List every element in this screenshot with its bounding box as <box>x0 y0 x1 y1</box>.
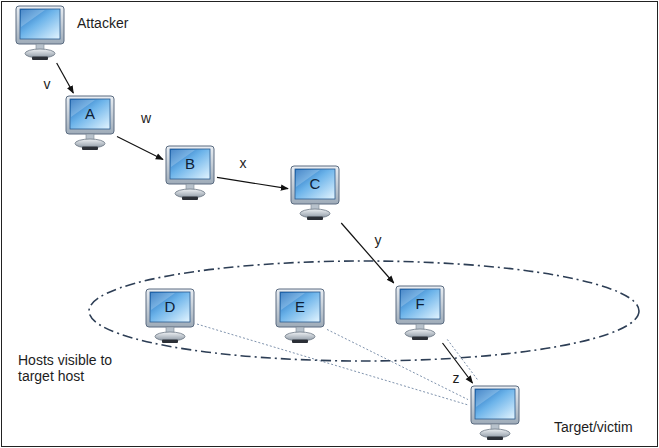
computer-icon <box>290 165 340 221</box>
host-letter: B <box>170 156 210 172</box>
computer-icon <box>470 385 520 441</box>
computer-host: Target/victim <box>470 385 520 441</box>
dashed-ellipse <box>89 261 639 361</box>
group-caption: Hosts visible to target host <box>18 352 146 384</box>
host-letter: A <box>70 106 110 122</box>
computer-icon <box>291 166 339 220</box>
computer-icon <box>395 285 445 341</box>
host-letter: F <box>400 296 440 312</box>
hop-label: z <box>451 370 462 386</box>
host-letter: E <box>280 299 320 315</box>
computer-icon <box>275 288 325 344</box>
computer-icon <box>146 289 194 343</box>
hop-label: y <box>373 232 384 248</box>
visibility-line <box>327 329 468 399</box>
computer-icon <box>15 5 65 61</box>
computer-host: B <box>165 145 215 201</box>
computer-host: F <box>395 285 445 341</box>
attack-hop-arrow <box>57 63 74 93</box>
hop-label: w <box>139 110 153 126</box>
hop-label: x <box>238 155 249 171</box>
computer-icon <box>396 286 444 340</box>
host-name: Target/victim <box>554 419 633 435</box>
host-letter: D <box>150 299 190 315</box>
computer-host: Attacker <box>15 5 65 61</box>
computer-host: C <box>290 165 340 221</box>
computer-icon <box>16 6 64 60</box>
host-name: Attacker <box>77 15 128 31</box>
computer-icon <box>65 95 115 151</box>
hop-label: v <box>42 76 53 92</box>
host-group-ellipse: Hosts visible to target hostDEF <box>88 260 640 362</box>
computer-host: A <box>65 95 115 151</box>
computer-icon <box>165 145 215 201</box>
computer-host: D <box>145 288 195 344</box>
host-letter: C <box>295 176 335 192</box>
computer-icon <box>166 146 214 200</box>
attack-hop-arrow <box>341 223 394 283</box>
computer-icon <box>66 96 114 150</box>
computer-host: E <box>275 288 325 344</box>
computer-icon <box>276 289 324 343</box>
computer-icon <box>145 288 195 344</box>
attack-hop-arrow <box>217 177 288 188</box>
attack-hop-arrow <box>117 137 163 160</box>
computer-icon <box>471 386 519 440</box>
